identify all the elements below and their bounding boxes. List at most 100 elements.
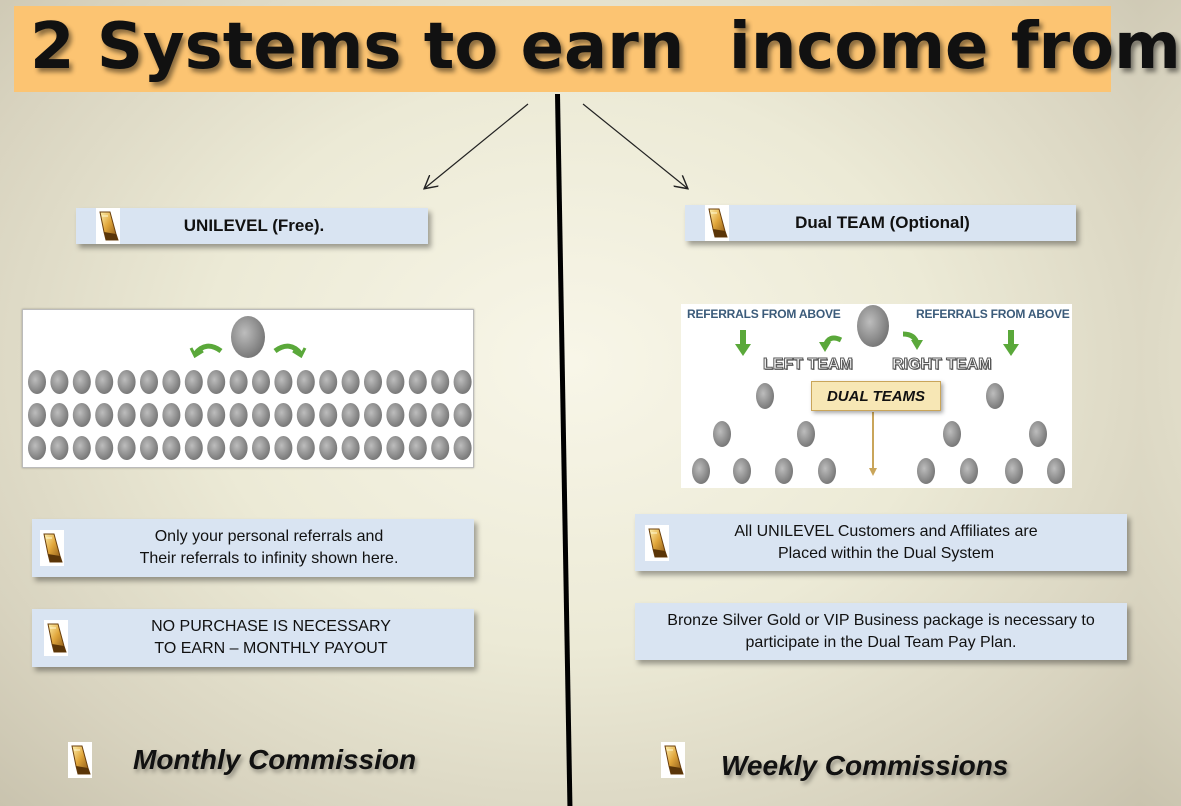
tree-node: [1005, 458, 1023, 484]
tree-node: [296, 436, 315, 460]
dual-info-1: All UNILEVEL Customers and Affiliates ar…: [734, 522, 1038, 562]
tree-node: [117, 370, 136, 394]
gold-bar-icon: [645, 525, 669, 561]
tree-node: [386, 436, 405, 460]
tree-node: [818, 458, 836, 484]
tree-node: [95, 370, 114, 394]
tree-node: [386, 403, 405, 427]
tree-node: [95, 403, 114, 427]
tree-node: [986, 383, 1004, 409]
page-title: 2 Systems to earn income from: [30, 10, 1181, 84]
tree-node: [431, 436, 450, 460]
arrow-left: [425, 103, 529, 188]
tree-node: [274, 436, 293, 460]
monthly-commission-label: Monthly Commission: [133, 744, 417, 775]
tree-node: [207, 370, 226, 394]
tree-node: [431, 403, 450, 427]
tree-node: [453, 403, 472, 427]
tree-node: [274, 403, 293, 427]
tree-node: [207, 403, 226, 427]
unilevel-heading-box: UNILEVEL (Free).: [76, 208, 428, 244]
tree-node: [162, 436, 181, 460]
weekly-commissions-label: Weekly Commissions: [721, 750, 1009, 781]
tree-node: [140, 370, 158, 394]
tree-node: [296, 403, 315, 427]
tree-node: [943, 421, 961, 447]
gold-bar-icon: [68, 742, 92, 778]
title-banner: [14, 6, 1111, 92]
tree-node: [72, 436, 91, 460]
referrals-from-above-left: REFERRALS FROM ABOVE: [687, 307, 841, 321]
unilevel-info-box-1: Only your personal referrals and Their r…: [32, 519, 474, 577]
tree-node: [296, 370, 315, 394]
tree-node: [252, 403, 270, 427]
tree-node: [274, 370, 293, 394]
referrals-from-above-right: REFERRALS FROM ABOVE: [916, 307, 1070, 321]
tree-node: [184, 403, 203, 427]
tree-node: [319, 370, 338, 394]
tree-node: [692, 458, 710, 484]
tree-node: [341, 370, 360, 394]
dual-info-box-1: All UNILEVEL Customers and Affiliates ar…: [635, 514, 1127, 571]
tree-node: [184, 370, 203, 394]
arrow-head: [911, 340, 923, 350]
tree-node: [72, 370, 91, 394]
tree-node: [252, 370, 270, 394]
tree-node: [408, 403, 427, 427]
unilevel-info-1: Only your personal referrals and Their r…: [139, 528, 399, 567]
tree-node: [140, 436, 158, 460]
dual-teams-tag: DUAL TEAMS: [811, 381, 941, 411]
tree-node: [229, 403, 248, 427]
tree-node: [364, 403, 382, 427]
gold-bar-icon: [44, 620, 68, 656]
title-arrows: [0, 103, 1140, 806]
unilevel-heading: UNILEVEL (Free).: [183, 216, 325, 235]
top-node: [231, 316, 265, 358]
tree-node: [162, 370, 181, 394]
unilevel-info-2: NO PURCHASE IS NECESSARY TO EARN – MONTH…: [151, 618, 391, 657]
top-node: [857, 305, 889, 347]
dual-team-heading: Dual TEAM (Optional): [795, 213, 970, 232]
tree-node: [386, 370, 405, 394]
tree-node: [797, 421, 815, 447]
tree-node: [408, 370, 427, 394]
arrow-right: [582, 103, 687, 188]
arrow-head: [869, 468, 877, 476]
gold-bar-icon: [661, 742, 685, 778]
tree-node: [364, 370, 382, 394]
gold-bar-icon: [96, 208, 120, 244]
unilevel-tree: [28, 316, 472, 460]
arrow-head: [189, 347, 204, 359]
tree-node: [364, 436, 382, 460]
tree-node: [408, 436, 427, 460]
tree-node: [140, 403, 158, 427]
arrow-head: [292, 347, 307, 359]
tree-node: [341, 403, 360, 427]
arrow-down-right: [273, 343, 303, 356]
gold-bar-icon: [40, 530, 64, 566]
tree-node: [775, 458, 793, 484]
left-team-label: LEFT TEAM: [763, 356, 854, 374]
tree-node: [756, 383, 774, 409]
tree-node: [28, 370, 46, 394]
tree-node: [1047, 458, 1065, 484]
tree-node: [72, 403, 91, 427]
arrow-head: [1003, 344, 1019, 356]
tree-node: [319, 436, 338, 460]
tree-node: [319, 403, 338, 427]
dual-tree: [692, 305, 1065, 484]
arrow-down-left: [193, 343, 223, 356]
tree-node: [95, 436, 114, 460]
arrow-head: [735, 344, 751, 356]
tree-node: [341, 436, 360, 460]
tree-node: [252, 436, 270, 460]
tree-node: [960, 458, 978, 484]
dual-info-2: Bronze Silver Gold or VIP Business packa…: [667, 611, 1095, 651]
tree-node: [713, 421, 731, 447]
dual-info-box-2: Bronze Silver Gold or VIP Business packa…: [635, 603, 1127, 660]
tree-node: [431, 370, 450, 394]
dual-team-diagram: REFERRALS FROM ABOVE REFERRALS FROM ABOV…: [681, 304, 1072, 488]
tree-node: [917, 458, 935, 484]
tree-node: [117, 403, 136, 427]
tree-node: [50, 403, 69, 427]
